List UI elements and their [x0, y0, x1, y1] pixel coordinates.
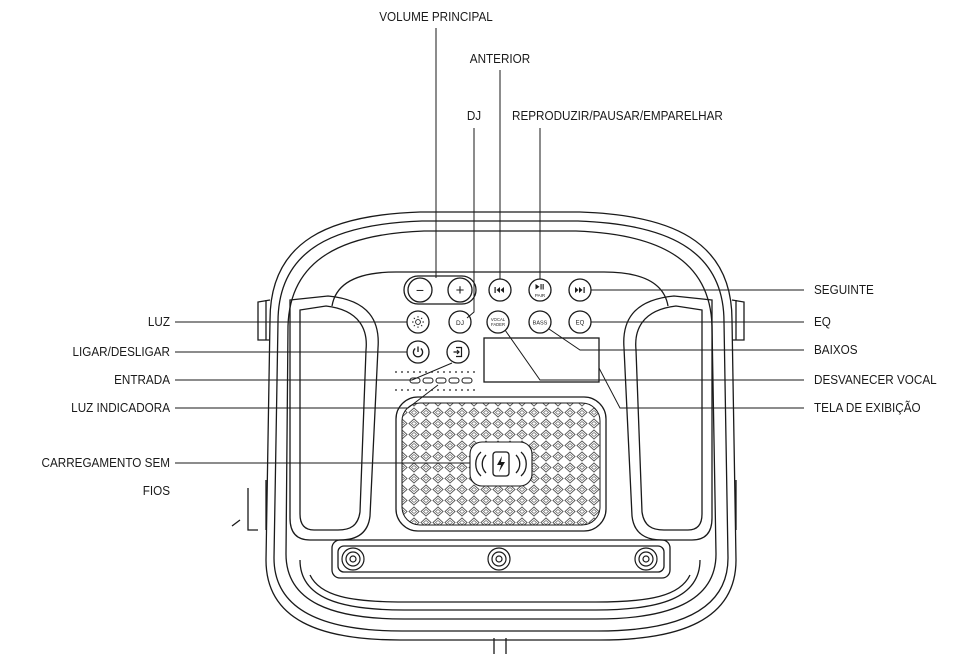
previous-button[interactable]: [488, 278, 512, 302]
leader-dj: [466, 128, 475, 319]
indicator-dots-top: [395, 371, 475, 373]
bass-button-label: BASS: [533, 321, 548, 327]
power-icon: [412, 346, 424, 358]
bass-button[interactable]: BASS: [528, 310, 552, 334]
power-button[interactable]: [406, 340, 430, 364]
vocal-fader-label-1: VOCAL: [491, 317, 506, 322]
label-seguinte: SEGUINTE: [814, 282, 874, 297]
play-pause-icon: [535, 284, 544, 290]
label-luz-indicadora: LUZ INDICADORA: [71, 400, 170, 415]
label-luz: LUZ: [147, 314, 170, 329]
sun-icon: [412, 316, 424, 328]
next-icon: [575, 287, 585, 293]
left-handle: [289, 295, 379, 541]
label-dj: DJ: [466, 108, 482, 123]
leader-lines: [175, 28, 804, 464]
label-entrada: ENTRADA: [114, 372, 170, 387]
display-screen: [483, 337, 600, 383]
leader-baixos: [548, 328, 804, 351]
indicator-lights: [409, 377, 473, 384]
next-button[interactable]: [568, 278, 592, 302]
volume-buttons: [403, 275, 477, 305]
label-reproduzir: REPRODUZIR/PAUSAR/EMPARELHAR: [512, 108, 723, 123]
label-eq: EQ: [814, 314, 831, 329]
light-button[interactable]: [406, 310, 430, 334]
previous-icon: [494, 287, 504, 293]
input-icon: [453, 346, 463, 358]
volume-minus-button[interactable]: −: [416, 282, 424, 298]
dj-button-label: DJ: [456, 320, 464, 327]
eq-button[interactable]: EQ: [568, 310, 592, 334]
screw-right: [634, 547, 658, 571]
label-desvanecer-vocal: DESVANECER VOCAL: [814, 372, 937, 387]
label-tela-exibicao: TELA DE EXIBIÇÃO: [814, 400, 921, 415]
bottom-bar: [331, 539, 671, 579]
leader-luz-indicadora: [175, 384, 439, 409]
label-baixos: BAIXOS: [814, 342, 858, 357]
label-ligar-desligar: LIGAR/DESLIGAR: [72, 344, 170, 359]
play-pause-pair-button[interactable]: PAIR: [528, 278, 552, 302]
screw-center: [487, 547, 511, 571]
wireless-charging-icon: [469, 441, 533, 487]
eq-button-label: EQ: [576, 321, 585, 327]
label-carregamento-line1: CARREGAMENTO SEM: [41, 455, 170, 470]
leader-tela: [598, 367, 804, 409]
input-button[interactable]: [446, 340, 470, 364]
label-volume-principal: VOLUME PRINCIPAL: [379, 9, 493, 24]
label-anterior: ANTERIOR: [469, 51, 531, 66]
vocal-fader-label-2: FADER: [491, 322, 505, 327]
pair-label: PAIR: [535, 293, 546, 298]
vocal-fader-button[interactable]: VOCAL FADER: [486, 310, 510, 334]
label-carregamento-line2: FIOS: [142, 483, 170, 498]
indicator-dots-bottom: [395, 389, 475, 391]
screw-left: [341, 547, 365, 571]
volume-plus-button[interactable]: +: [456, 282, 465, 299]
leader-entrada: [175, 362, 453, 381]
right-handle: [623, 295, 713, 541]
dj-button[interactable]: DJ: [448, 310, 472, 334]
leader-desvanecer: [504, 329, 804, 381]
